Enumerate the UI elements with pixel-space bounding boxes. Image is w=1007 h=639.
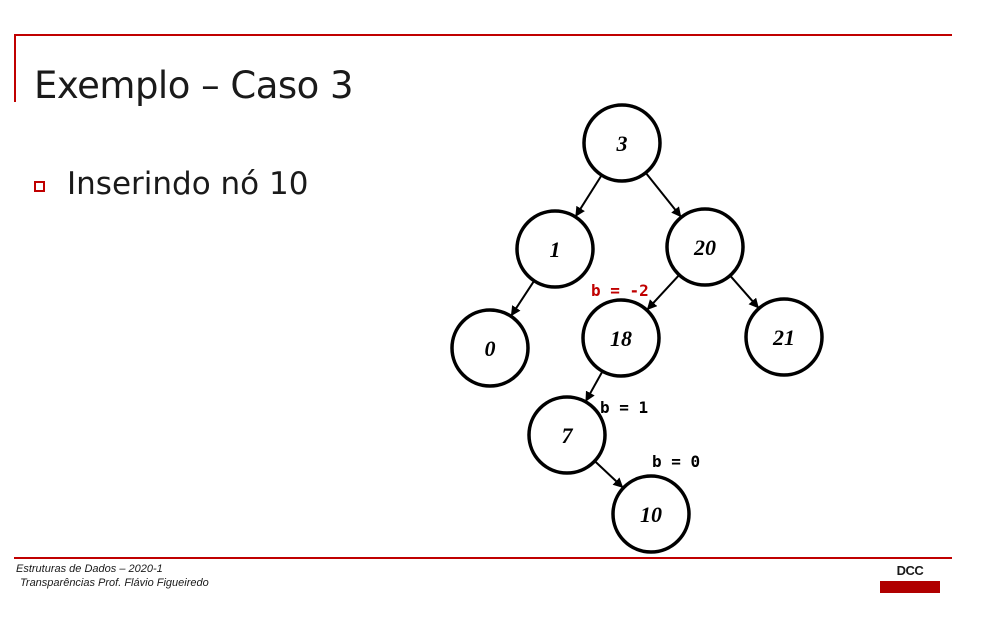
node-label: 1: [550, 237, 561, 262]
tree-nodes: 3 1 20 0 18 21 7 10: [450, 103, 824, 554]
tree-node-3: 3: [582, 103, 662, 183]
footer-credits: Transparências Prof. Flávio Figueiredo: [20, 577, 209, 589]
tree-node-21: 21: [744, 297, 824, 377]
logo-text: DCC: [896, 563, 924, 578]
edge-n7-n10: [593, 460, 624, 489]
node-label: 21: [772, 325, 795, 350]
left-rule: [14, 34, 16, 102]
node-label: 0: [485, 336, 496, 361]
tree-node-1: 1: [515, 209, 595, 289]
tree-node-7: 7: [527, 395, 607, 475]
node-label: 3: [616, 131, 628, 156]
edge-n3-n20: [644, 172, 682, 218]
node-circle: [665, 207, 745, 287]
node-label: 18: [610, 326, 632, 351]
bullet-item: Inserindo nó 10: [34, 166, 308, 202]
bullet-text: Inserindo nó 10: [67, 166, 309, 202]
node-label: 20: [693, 235, 716, 260]
footer-rule: [14, 557, 952, 559]
balance-label-n18: b = -2: [591, 281, 649, 300]
node-circle: [611, 474, 691, 554]
tree-edges: [510, 172, 760, 489]
edge-n1-n0: [510, 280, 535, 317]
node-circle: [744, 297, 824, 377]
edge-n3-n1: [574, 174, 603, 217]
balance-label-n7: b = 1: [600, 398, 648, 417]
logo-bar: [880, 581, 940, 593]
node-circle: [582, 103, 662, 183]
tree-node-0: 0: [450, 308, 530, 388]
dcc-logo: DCC: [880, 564, 940, 594]
tree-node-18: 18: [581, 298, 661, 378]
tree-node-10: 10: [611, 474, 691, 554]
tree-node-20: 20: [665, 207, 745, 287]
node-circle: [515, 209, 595, 289]
node-circle: [581, 298, 661, 378]
edge-n20-n18: [646, 274, 680, 311]
footer-course: Estruturas de Dados – 2020-1: [16, 563, 163, 575]
node-circle: [450, 308, 530, 388]
balance-labels: b = -2 b = 1 b = 0: [591, 281, 700, 471]
top-rule: [14, 34, 952, 36]
edge-n18-n7: [585, 370, 604, 402]
slide-title: Exemplo – Caso 3: [34, 64, 354, 107]
node-circle: [527, 395, 607, 475]
edge-n20-n21: [729, 274, 760, 309]
node-label: 10: [640, 502, 662, 527]
footer: Estruturas de Dados – 2020-1 Transparênc…: [16, 562, 209, 590]
node-label: 7: [562, 423, 574, 448]
balance-label-n10: b = 0: [652, 452, 700, 471]
square-bullet-icon: [34, 180, 45, 192]
